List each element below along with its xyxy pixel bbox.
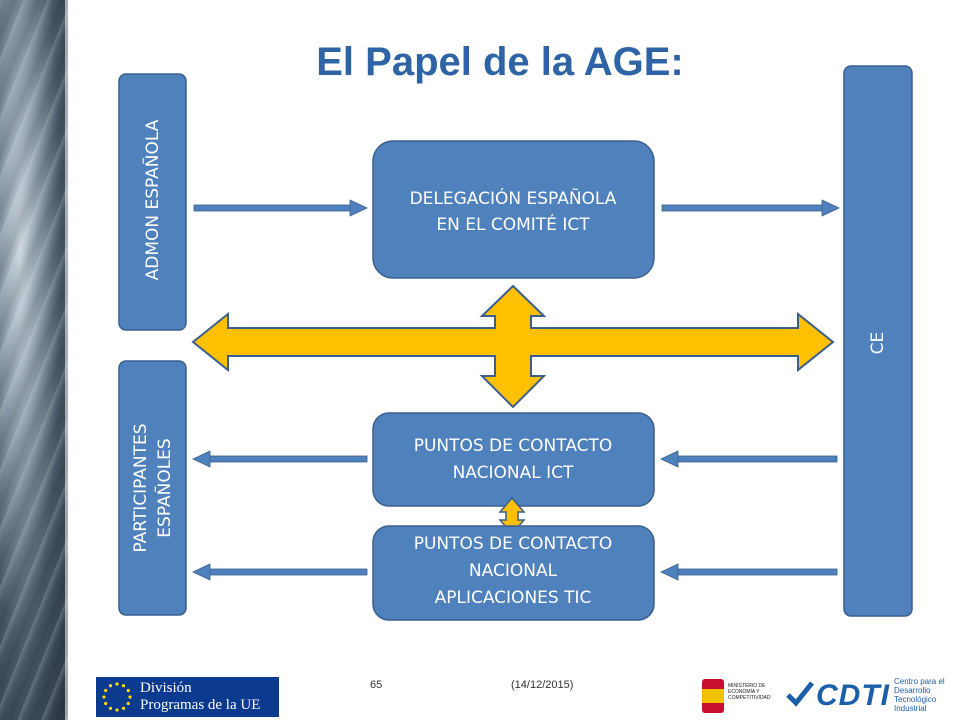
cdti-check-icon	[786, 681, 814, 707]
puntos-contacto-tic-box	[372, 525, 655, 621]
eu-logo-line1: División	[140, 680, 192, 696]
participantes-box	[118, 360, 187, 616]
arrow-ce-to-pc-tic	[660, 563, 838, 581]
ministry-logo: MINISTERIO DE ECONOMÍA Y COMPETITIVIDAD	[700, 677, 786, 717]
footer-date: (14/12/2015)	[511, 679, 574, 691]
ministry-logo-text: MINISTERIO DE ECONOMÍA Y COMPETITIVIDAD	[728, 683, 771, 701]
puntos-contacto-tic-label-line1: PUNTOS DE CONTACTO	[414, 534, 613, 554]
participantes-label-line1: PARTICIPANTES	[131, 423, 151, 552]
ce-label: CE	[868, 332, 888, 355]
cdti-logo: CDTI Centro para el Desarrollo Tecnológi…	[786, 673, 952, 719]
admon-espanola-label: ADMON ESPAÑOLA	[141, 119, 163, 280]
delegacion-label-line2: EN EL COMITÉ ICT	[436, 213, 590, 235]
delegacion-label-line1: DELEGACIÓN ESPAÑOLA	[410, 187, 617, 209]
cdti-logo-text-line2: Desarrollo	[894, 686, 931, 695]
participantes-label-line2: ESPAÑOLES	[153, 438, 175, 537]
four-way-yellow-arrow	[191, 284, 835, 409]
puntos-contacto-tic-label-line2: NACIONAL	[469, 561, 558, 581]
arrow-pc-ict-to-participantes	[192, 450, 368, 468]
eu-logo-line2: Programas de la UE	[140, 697, 261, 713]
arrow-ce-to-pc-ict	[660, 450, 838, 468]
delegacion-box	[372, 140, 655, 279]
puntos-contacto-tic-label-line3: APLICACIONES TIC	[435, 588, 592, 608]
cdti-logo-mark: CDTI	[816, 679, 890, 712]
arrow-delegacion-to-ce	[661, 199, 840, 217]
background-decoration-strip	[0, 0, 68, 720]
arrow-admon-to-delegacion	[193, 199, 368, 217]
eu-stars-icon	[102, 682, 132, 712]
puntos-contacto-ict-label-line2: NACIONAL ICT	[453, 463, 574, 483]
page-number: 65	[370, 679, 383, 691]
cdti-logo-text: Centro para el Desarrollo Tecnológico In…	[894, 677, 945, 713]
arrow-pc-tic-to-participantes	[192, 563, 368, 581]
cdti-logo-text-line1: Centro para el	[894, 677, 945, 686]
cdti-logo-text-line3: Tecnológico	[894, 695, 937, 704]
admon-espanola-box	[118, 73, 187, 331]
spain-crest-icon	[702, 679, 724, 713]
puntos-contacto-ict-label-line1: PUNTOS DE CONTACTO	[414, 436, 613, 456]
puntos-contacto-ict-box	[372, 412, 655, 507]
cdti-logo-text-line4: Industrial	[894, 704, 927, 713]
slide-title: El Papel de la AGE:	[316, 40, 684, 84]
eu-programas-logo: División Programas de la UE	[96, 677, 279, 717]
ce-box	[843, 65, 913, 617]
